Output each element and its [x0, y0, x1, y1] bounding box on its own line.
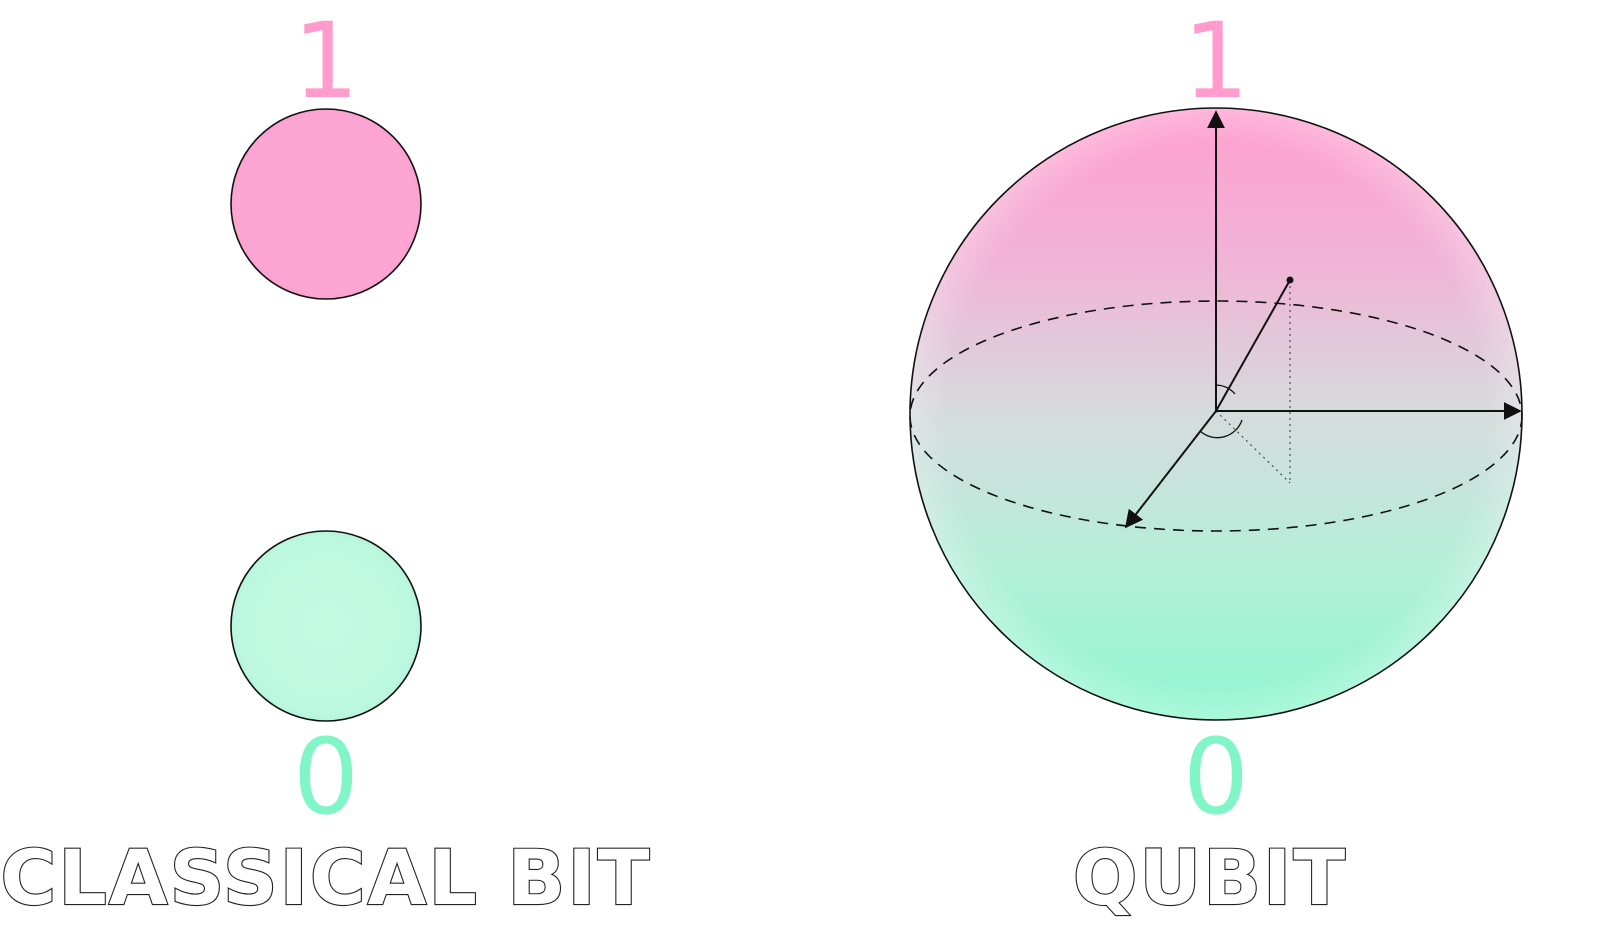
classical-bit-caption: CLASSICAL BIT: [1, 833, 652, 922]
equator-ellipse: [909, 300, 1523, 532]
qubit-group: 1 0 QUBIT: [909, 0, 1523, 923]
phi-arc: [1199, 419, 1243, 439]
theta-arc: [1215, 384, 1236, 395]
classical-zero-ball: [230, 530, 422, 722]
state-point: [1286, 276, 1294, 284]
classical-one-label: 1: [293, 0, 359, 122]
classical-zero-label: 0: [293, 716, 359, 838]
qubit-zero-label: 0: [1183, 716, 1249, 838]
classical-bit-group: 1 0 CLASSICAL BIT: [0, 0, 652, 923]
qubit-one-label: 1: [1183, 0, 1249, 122]
x-axis-arrow: [1124, 410, 1217, 529]
qubit-caption: QUBIT: [1073, 833, 1347, 922]
classical-one-ball: [230, 108, 422, 300]
state-vector: [1215, 279, 1291, 412]
